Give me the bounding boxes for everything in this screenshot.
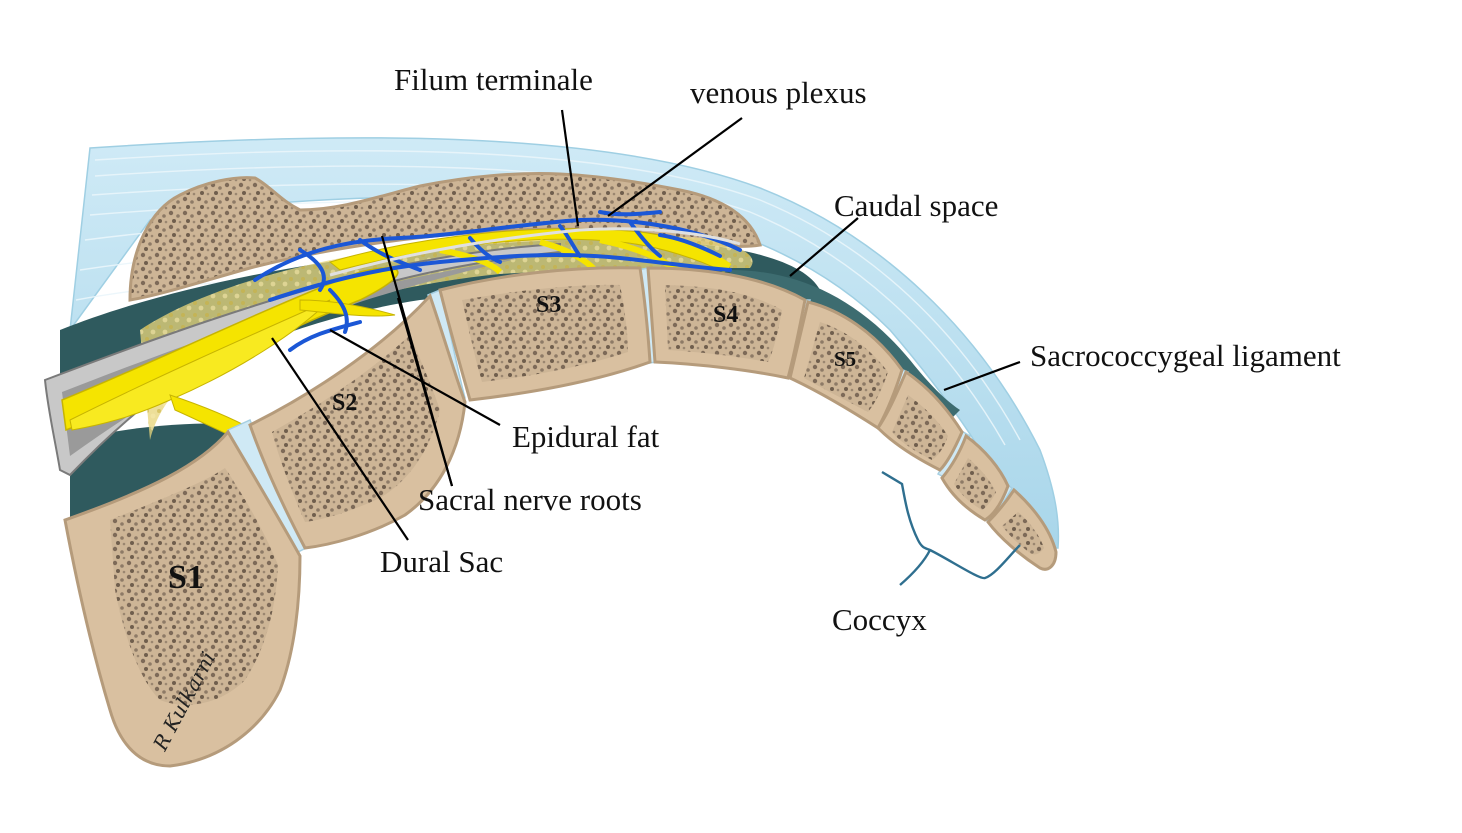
- label-venous-plexus: venous plexus: [690, 75, 867, 110]
- leader-lines: [271, 109, 1021, 541]
- vertebra-label-s3: S3: [536, 292, 561, 318]
- vertebra-label-s1: S1: [168, 559, 204, 596]
- venous-plexus-leader: [607, 117, 743, 217]
- label-filum-terminale: Filum terminale: [394, 62, 593, 97]
- vertebra-label-s2: S2: [332, 390, 357, 416]
- label-coccyx: Coccyx: [832, 602, 927, 637]
- filum-terminale-leader: [560, 109, 580, 227]
- epidural-fat-leader: [329, 329, 501, 426]
- filum-terminale: [329, 227, 741, 277]
- coccyx-bracket: [881, 470, 1021, 586]
- vertebral-bodies: [63, 266, 1058, 768]
- label-sacrococcygeal-ligament: Sacrococcygeal ligament: [1030, 338, 1341, 373]
- vertebra-label-s4: S4: [713, 302, 738, 328]
- venous-plexus-network: [253, 210, 742, 352]
- dorsal-sacral-plate: [128, 172, 762, 302]
- vertebra-label-s5: S5: [834, 347, 856, 371]
- sacral-nerve-roots-leader-2: [396, 297, 454, 487]
- dural-sac-leader: [271, 337, 409, 541]
- label-dural-sac: Dural Sac: [380, 544, 503, 579]
- sacral-nerve-roots-group: [61, 228, 732, 457]
- label-epidural-fat: Epidural fat: [512, 419, 660, 454]
- label-sacral-nerve-roots: Sacral nerve roots: [418, 482, 642, 517]
- caudal-space-leader: [789, 217, 859, 277]
- epidural-fat-area: [140, 235, 753, 440]
- label-caudal-space: Caudal space: [834, 188, 998, 223]
- sacrococcygeal-ligament-leader: [943, 360, 1021, 392]
